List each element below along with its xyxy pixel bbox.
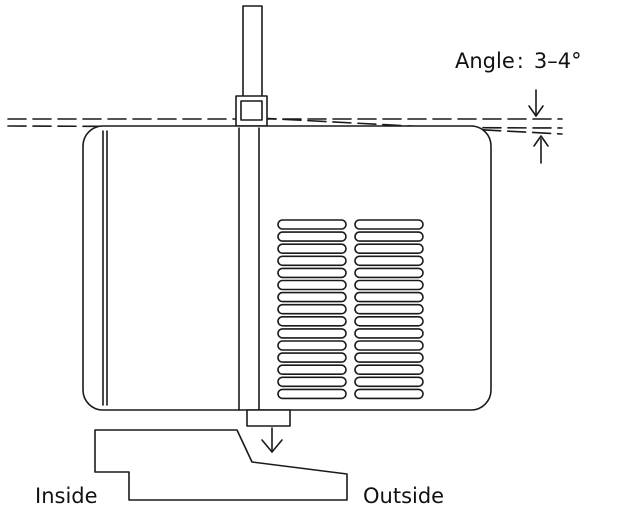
inside-label: Inside bbox=[35, 484, 98, 508]
vent-slot bbox=[277, 243, 347, 254]
vent-slot bbox=[277, 267, 347, 279]
mounting-rail-profile bbox=[94, 429, 348, 501]
vent-slot bbox=[277, 291, 347, 303]
vent-slot bbox=[277, 328, 347, 339]
vent-slot bbox=[354, 340, 424, 351]
angle-label-text: Angle bbox=[455, 49, 515, 73]
vent-slot bbox=[354, 255, 424, 267]
vent-slot bbox=[277, 340, 347, 351]
vent-slot bbox=[354, 267, 424, 279]
vent-slot bbox=[354, 376, 424, 388]
vent-slot bbox=[277, 255, 347, 267]
angle-label-separator: : bbox=[517, 49, 524, 73]
bottom-connector bbox=[246, 409, 291, 427]
vent-slot bbox=[277, 279, 347, 291]
vent-slot bbox=[354, 303, 424, 315]
vent-slot bbox=[277, 315, 347, 327]
vent-slot bbox=[277, 231, 347, 242]
vent-slot bbox=[354, 291, 424, 303]
vent-slot bbox=[354, 328, 424, 339]
vent-slot bbox=[354, 243, 424, 254]
vent-slot bbox=[277, 219, 347, 230]
vent-slot bbox=[354, 352, 424, 363]
angle-label: Angle:3–4° bbox=[455, 49, 582, 73]
vent-slot bbox=[354, 279, 424, 291]
vent-slot bbox=[277, 364, 347, 376]
vent-slot bbox=[277, 303, 347, 315]
vent-slot bbox=[277, 388, 347, 400]
mounting-pole bbox=[242, 5, 263, 103]
vent-slot bbox=[354, 315, 424, 327]
vent-slot bbox=[354, 388, 424, 400]
mounting-bracket bbox=[235, 95, 268, 127]
vent-slot bbox=[354, 231, 424, 242]
vent-slot bbox=[277, 376, 347, 388]
vent-grille bbox=[277, 219, 424, 400]
angle-arrows-icon bbox=[528, 89, 549, 164]
arrow-down-icon bbox=[261, 427, 283, 453]
vent-slot bbox=[354, 219, 424, 230]
angle-value: 3–4° bbox=[534, 49, 582, 73]
vent-slot bbox=[277, 352, 347, 363]
vent-slot bbox=[354, 364, 424, 376]
outside-label: Outside bbox=[363, 484, 444, 508]
